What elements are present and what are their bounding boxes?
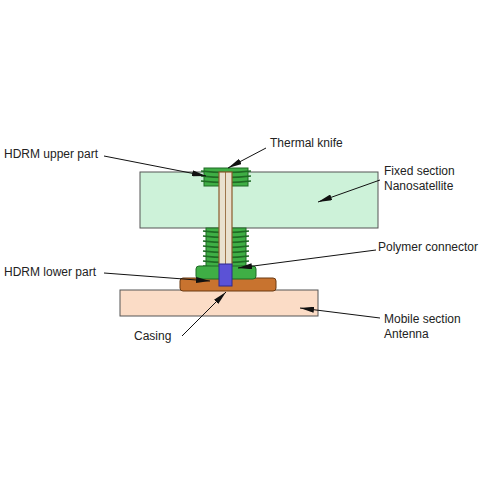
part-label: Thermal knife: [270, 136, 343, 151]
part-label: Fixed section Nanosatellite: [384, 164, 484, 194]
part-label: Polymer connector: [378, 240, 478, 255]
leader-line: [104, 273, 210, 281]
leader-line: [238, 250, 376, 268]
leader-lines: [104, 148, 380, 336]
part-label: HDRM upper part: [4, 147, 98, 162]
thermal-knife-wire: [225, 172, 226, 264]
part-label: Casing: [134, 329, 171, 344]
leader-line: [228, 148, 266, 168]
thermal-knife: [219, 172, 232, 266]
leader-line: [318, 180, 380, 202]
nanosatellite-plate: [140, 172, 378, 228]
antenna-plate: [120, 290, 318, 316]
polymer-connector: [219, 264, 232, 286]
leader-line: [182, 292, 226, 336]
leader-line: [300, 308, 380, 318]
part-label: Mobile section Antenna: [384, 312, 484, 342]
leader-line: [104, 156, 206, 176]
part-label: HDRM lower part: [4, 265, 96, 280]
